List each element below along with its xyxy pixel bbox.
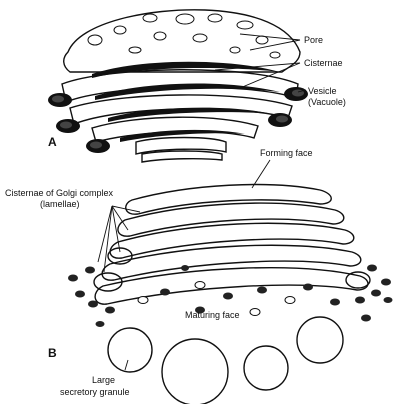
label-lamellae: (lamellae) [40,199,80,209]
lamella-3 [110,223,354,258]
figure-a-golgi-3d: Pore Cisternae Vesicle (Vacuole) A [48,10,346,162]
lamella-2 [118,203,344,236]
figure-b-tag: B [48,346,57,360]
label-cisternae-golgi: Cisternae of Golgi complex [5,188,114,198]
figure-b-golgi-section: Forming face Cisternae of Golgi complex … [5,148,393,404]
lamella-1 [126,185,332,215]
lamella-5 [95,268,368,304]
label-vacuole: (Vacuole) [308,97,346,107]
label-cisternae-a: Cisternae [304,58,343,68]
label-vesicle: Vesicle [308,86,337,96]
label-large: Large [92,375,115,385]
secretory-granules [108,317,343,404]
vesicles-left [48,93,110,153]
label-maturing-face: Maturing face [185,310,240,320]
label-forming-face: Forming face [260,148,313,158]
lamella-4 [102,245,361,280]
label-secretory-granule: secretory granule [60,387,130,397]
figure-a-tag: A [48,135,57,149]
label-pore: Pore [304,35,323,45]
